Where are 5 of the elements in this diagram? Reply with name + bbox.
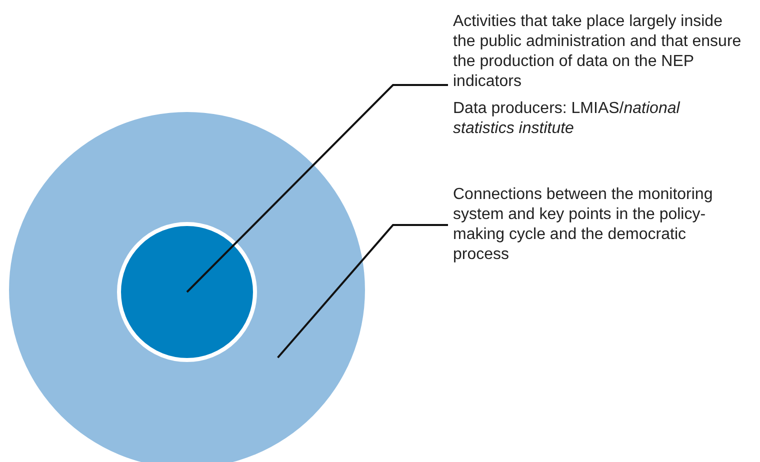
leader-line <box>186 84 448 293</box>
description-text: Connections between the monitoring system and key points in the policy-making cycle and the democratic process <box>453 185 714 265</box>
leader-line <box>277 224 448 358</box>
description-text: Data producers: LMIAS/national statistics institute <box>453 99 682 139</box>
description-text: Activities that take place largely inside the public administration and that ensure the production of data on the NEP indicators <box>453 12 742 92</box>
